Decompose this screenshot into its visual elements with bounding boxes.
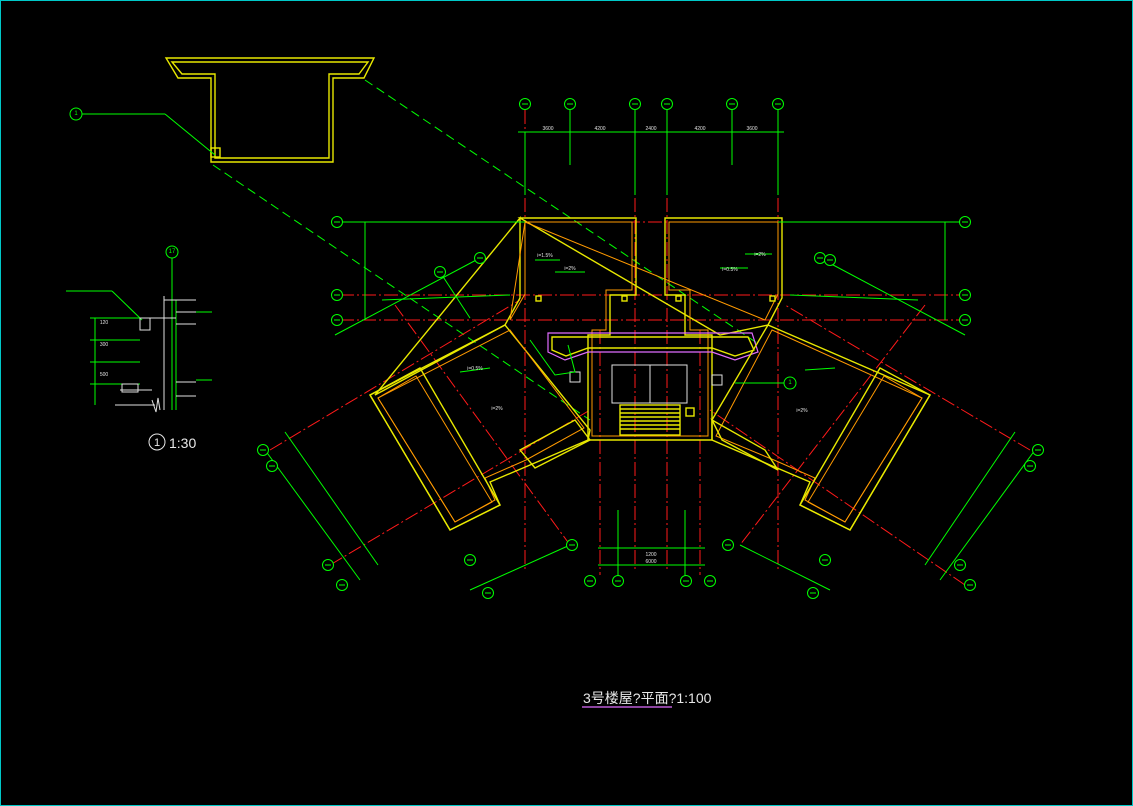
svg-text:6000: 6000 bbox=[645, 559, 656, 565]
dimension-lines: 3600 4200 2400 4200 3600 6000 1200 bbox=[264, 110, 1036, 591]
svg-text:1: 1 bbox=[154, 437, 160, 449]
callout-bubble-right: 1 bbox=[735, 376, 797, 390]
axis-bubble-detail: 17 bbox=[165, 245, 179, 259]
svg-text:17: 17 bbox=[169, 249, 176, 255]
central-roof-walls bbox=[374, 216, 783, 441]
axis-bubbles bbox=[257, 98, 1044, 599]
svg-text:1: 1 bbox=[74, 111, 78, 117]
drawing-title: 3号楼屋?平面?1:100 bbox=[582, 690, 712, 708]
svg-text:500: 500 bbox=[100, 372, 109, 378]
svg-text:4200: 4200 bbox=[694, 126, 705, 132]
right-wing-walls bbox=[710, 324, 932, 531]
svg-text:1200: 1200 bbox=[645, 552, 656, 558]
parapet-section-detail bbox=[80, 57, 761, 421]
svg-text:2400: 2400 bbox=[645, 126, 656, 132]
slope-label: i=2% bbox=[564, 266, 576, 272]
slope-label: i=2% bbox=[754, 252, 766, 258]
svg-text:3600: 3600 bbox=[746, 126, 757, 132]
slope-label: i=1.5% bbox=[537, 253, 553, 259]
left-wing-walls bbox=[369, 324, 592, 531]
slope-label: i=0.5% bbox=[467, 366, 483, 372]
detail-label: 1 1:30 bbox=[148, 433, 196, 451]
slope-label: i=0.5% bbox=[722, 267, 738, 273]
slope-label: i=2% bbox=[491, 406, 503, 412]
slope-label: i=2% bbox=[796, 408, 808, 414]
svg-text:3号楼屋?平面?1:100: 3号楼屋?平面?1:100 bbox=[583, 690, 712, 706]
svg-text:300: 300 bbox=[100, 342, 109, 348]
svg-text:4200: 4200 bbox=[594, 126, 605, 132]
svg-text:3600: 3600 bbox=[542, 126, 553, 132]
callout-bubble-left: 1 bbox=[69, 107, 83, 121]
svg-text:1:30: 1:30 bbox=[169, 435, 196, 451]
svg-text:120: 120 bbox=[100, 320, 109, 326]
svg-text:1: 1 bbox=[788, 380, 792, 386]
slope-labels: i=1.5% i=2% i=0.5% i=2% i=0.5% i=2% i=2% bbox=[459, 252, 836, 414]
wall-detail-1-30: 120 300 500 bbox=[66, 258, 212, 413]
